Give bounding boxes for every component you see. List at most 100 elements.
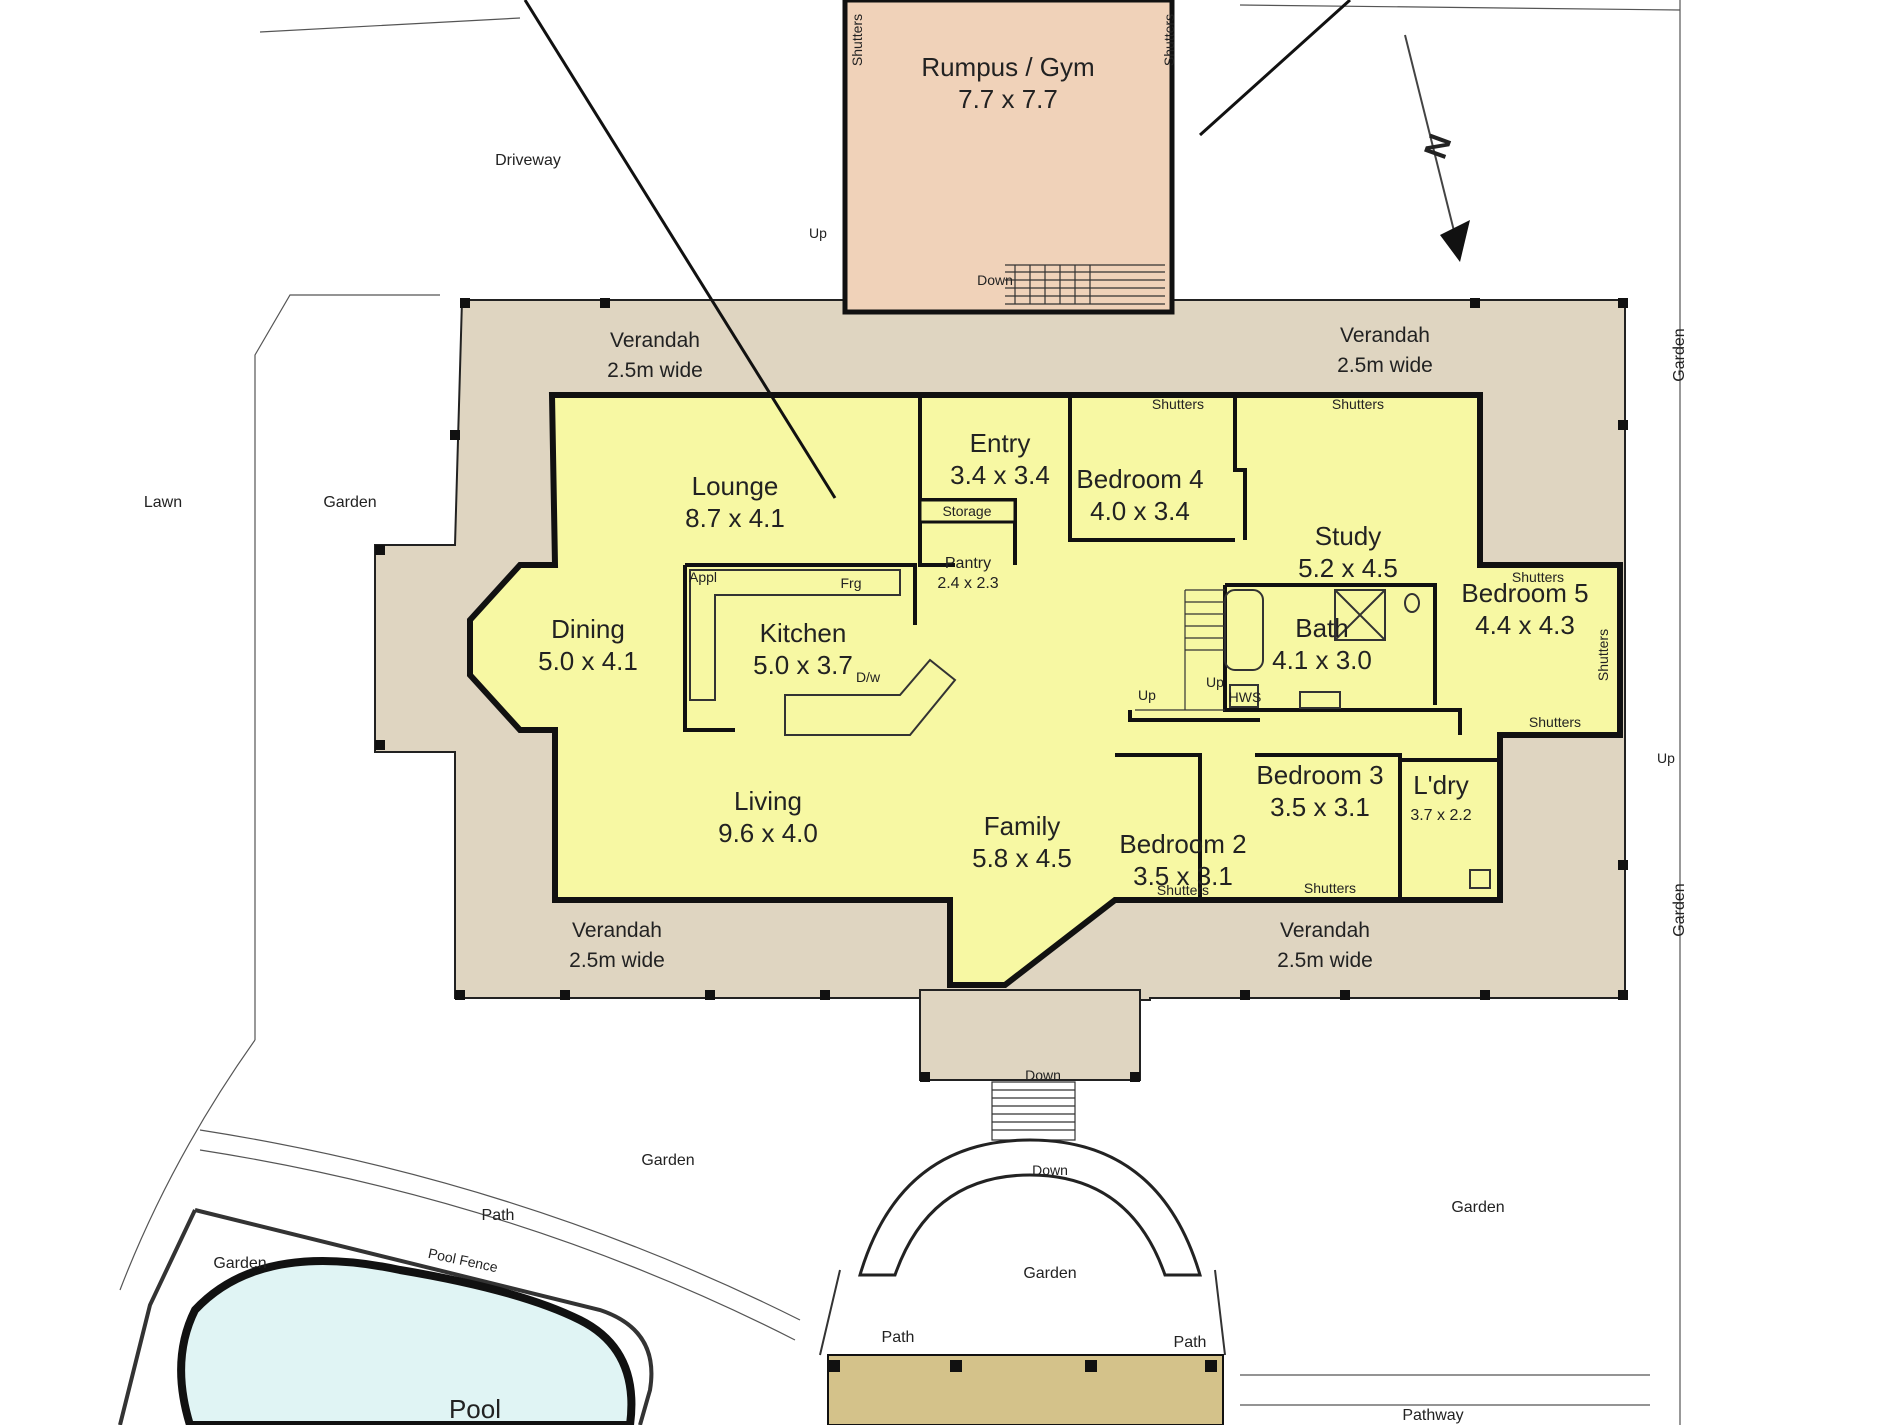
path-label-right: Path: [1174, 1334, 1207, 1351]
curved-stairs: [857, 1138, 1203, 1277]
stair-labels: Up Down Up Up Up Down Down: [809, 225, 1675, 1178]
verandah-se-name: Verandah: [1280, 919, 1370, 942]
shutters-label-bed5-side: Shutters: [1595, 629, 1611, 681]
rear-deck: [827, 1354, 1224, 1425]
pantry-size: 2.4 x 2.3: [937, 575, 998, 592]
site-lines: [119, 0, 1681, 1425]
down-label-rumpus: Down: [977, 272, 1013, 288]
verandah-labels: Verandah 2.5m wide Verandah 2.5m wide Ve…: [569, 324, 1433, 972]
storage-room: [918, 498, 1017, 524]
bedroom5-size: 4.4 x 4.3: [1475, 610, 1575, 640]
up-label-internal-1: Up: [1138, 687, 1156, 703]
dining-name: Dining: [551, 614, 625, 644]
shutters-label-rumpus-e: Shutters: [1161, 14, 1177, 66]
living-name: Living: [734, 786, 802, 816]
shutters-label-bed2: Shutters: [1157, 882, 1209, 898]
storage-label: Storage: [942, 503, 991, 519]
shutters-label-rumpus-w: Shutters: [849, 14, 865, 66]
bedroom2-size: 3.5 x 3.1: [1133, 861, 1233, 891]
family-name: Family: [984, 811, 1061, 841]
garden-label-west: Garden: [323, 494, 376, 511]
study-name: Study: [1315, 521, 1382, 551]
up-label-east: Up: [1657, 750, 1675, 766]
shutters-label-bed5-top: Shutters: [1512, 569, 1564, 585]
pointer-line-2: [1198, 0, 1352, 137]
bedroom3-name: Bedroom 3: [1256, 760, 1383, 790]
outdoor-labels: Driveway Lawn Garden Garden Garden Garde…: [144, 129, 1688, 1424]
path-label-left: Path: [882, 1329, 915, 1346]
verandah-ne-name: Verandah: [1340, 324, 1430, 347]
north-label: N: [1417, 129, 1459, 163]
shutters-label-bed5-bottom: Shutters: [1529, 714, 1581, 730]
bath-size: 4.1 x 3.0: [1272, 645, 1372, 675]
rumpus-room: [842, 0, 1175, 315]
deck-posts: [828, 1360, 1217, 1372]
garden-label-southeast: Garden: [1451, 1199, 1504, 1216]
verandah-posts: [375, 298, 1628, 1082]
bath-name: Bath: [1295, 613, 1349, 643]
lounge-name: Lounge: [692, 471, 779, 501]
hws-label: HWS: [1229, 689, 1262, 705]
interior-walls: [683, 395, 1500, 900]
pointer-line-1: [523, 0, 837, 499]
rumpus-name: Rumpus / Gym: [921, 52, 1094, 82]
entry-size: 3.4 x 3.4: [950, 460, 1050, 490]
laundry-size: 3.7 x 2.2: [1410, 807, 1471, 824]
bath-fixtures: [1224, 589, 1420, 709]
family-size: 5.8 x 4.5: [972, 843, 1072, 873]
entry-name: Entry: [970, 428, 1031, 458]
house-interior: [467, 392, 1623, 988]
bedroom3-size: 3.5 x 3.1: [1270, 792, 1370, 822]
living-size: 9.6 x 4.0: [718, 818, 818, 848]
rumpus-size: 7.7 x 7.7: [958, 84, 1058, 114]
kitchen-counters: [689, 569, 957, 736]
bedroom2-name: Bedroom 2: [1119, 829, 1246, 859]
front-stairs: [991, 1081, 1076, 1141]
bedroom4-size: 4.0 x 3.4: [1090, 496, 1190, 526]
verandah-ne-width: 2.5m wide: [1337, 354, 1433, 377]
garden-label-pool: Garden: [213, 1255, 266, 1272]
laundry-name: L'dry: [1413, 770, 1469, 800]
verandah-nw-name: Verandah: [610, 329, 700, 352]
shutters-label-bed3: Shutters: [1304, 880, 1356, 896]
pantry-name: Pantry: [945, 555, 991, 572]
up-label-rumpus: Up: [809, 225, 827, 241]
laundry-tub: [1469, 869, 1491, 889]
pool-label: Pool: [449, 1394, 501, 1424]
room-labels: Rumpus / Gym 7.7 x 7.7 Lounge 8.7 x 4.1 …: [538, 52, 1588, 891]
garden-label-south: Garden: [641, 1152, 694, 1169]
frg-label: Frg: [841, 575, 862, 591]
verandah-nw-width: 2.5m wide: [607, 359, 703, 382]
north-arrow: [1404, 34, 1470, 262]
driveway-label: Driveway: [495, 152, 561, 169]
pool-fence: [118, 1208, 654, 1425]
down-label-front: Down: [1025, 1067, 1061, 1083]
internal-stairs: [1135, 589, 1225, 711]
verandah-se-width: 2.5m wide: [1277, 949, 1373, 972]
appl-label: Appl: [689, 569, 717, 585]
verandah-sw-width: 2.5m wide: [569, 949, 665, 972]
lawn-label: Lawn: [144, 494, 182, 511]
shutters-label-study: Shutters: [1332, 396, 1384, 412]
bedroom4-name: Bedroom 4: [1076, 464, 1203, 494]
verandah-sw-name: Verandah: [572, 919, 662, 942]
dw-label: D/w: [856, 669, 881, 685]
garden-label-se: Garden: [1671, 883, 1688, 936]
dining-size: 5.0 x 4.1: [538, 646, 638, 676]
kitchen-name: Kitchen: [760, 618, 847, 648]
pathway-label: Pathway: [1402, 1407, 1463, 1424]
rumpus-stairs: [1005, 264, 1165, 305]
study-size: 5.2 x 4.5: [1298, 553, 1398, 583]
pool: [177, 1257, 636, 1425]
kitchen-size: 5.0 x 3.7: [753, 650, 853, 680]
fixture-labels: Storage Appl Frg D/w HWS Shutters Shutte…: [689, 14, 1611, 898]
garden-label-center: Garden: [1023, 1265, 1076, 1282]
deck-path-edges: [819, 1269, 1226, 1356]
lounge-size: 8.7 x 4.1: [685, 503, 785, 533]
shutters-label-bed4: Shutters: [1152, 396, 1204, 412]
down-label-curved: Down: [1032, 1162, 1068, 1178]
path-label-west: Path: [482, 1207, 515, 1224]
garden-label-ne: Garden: [1671, 328, 1688, 381]
